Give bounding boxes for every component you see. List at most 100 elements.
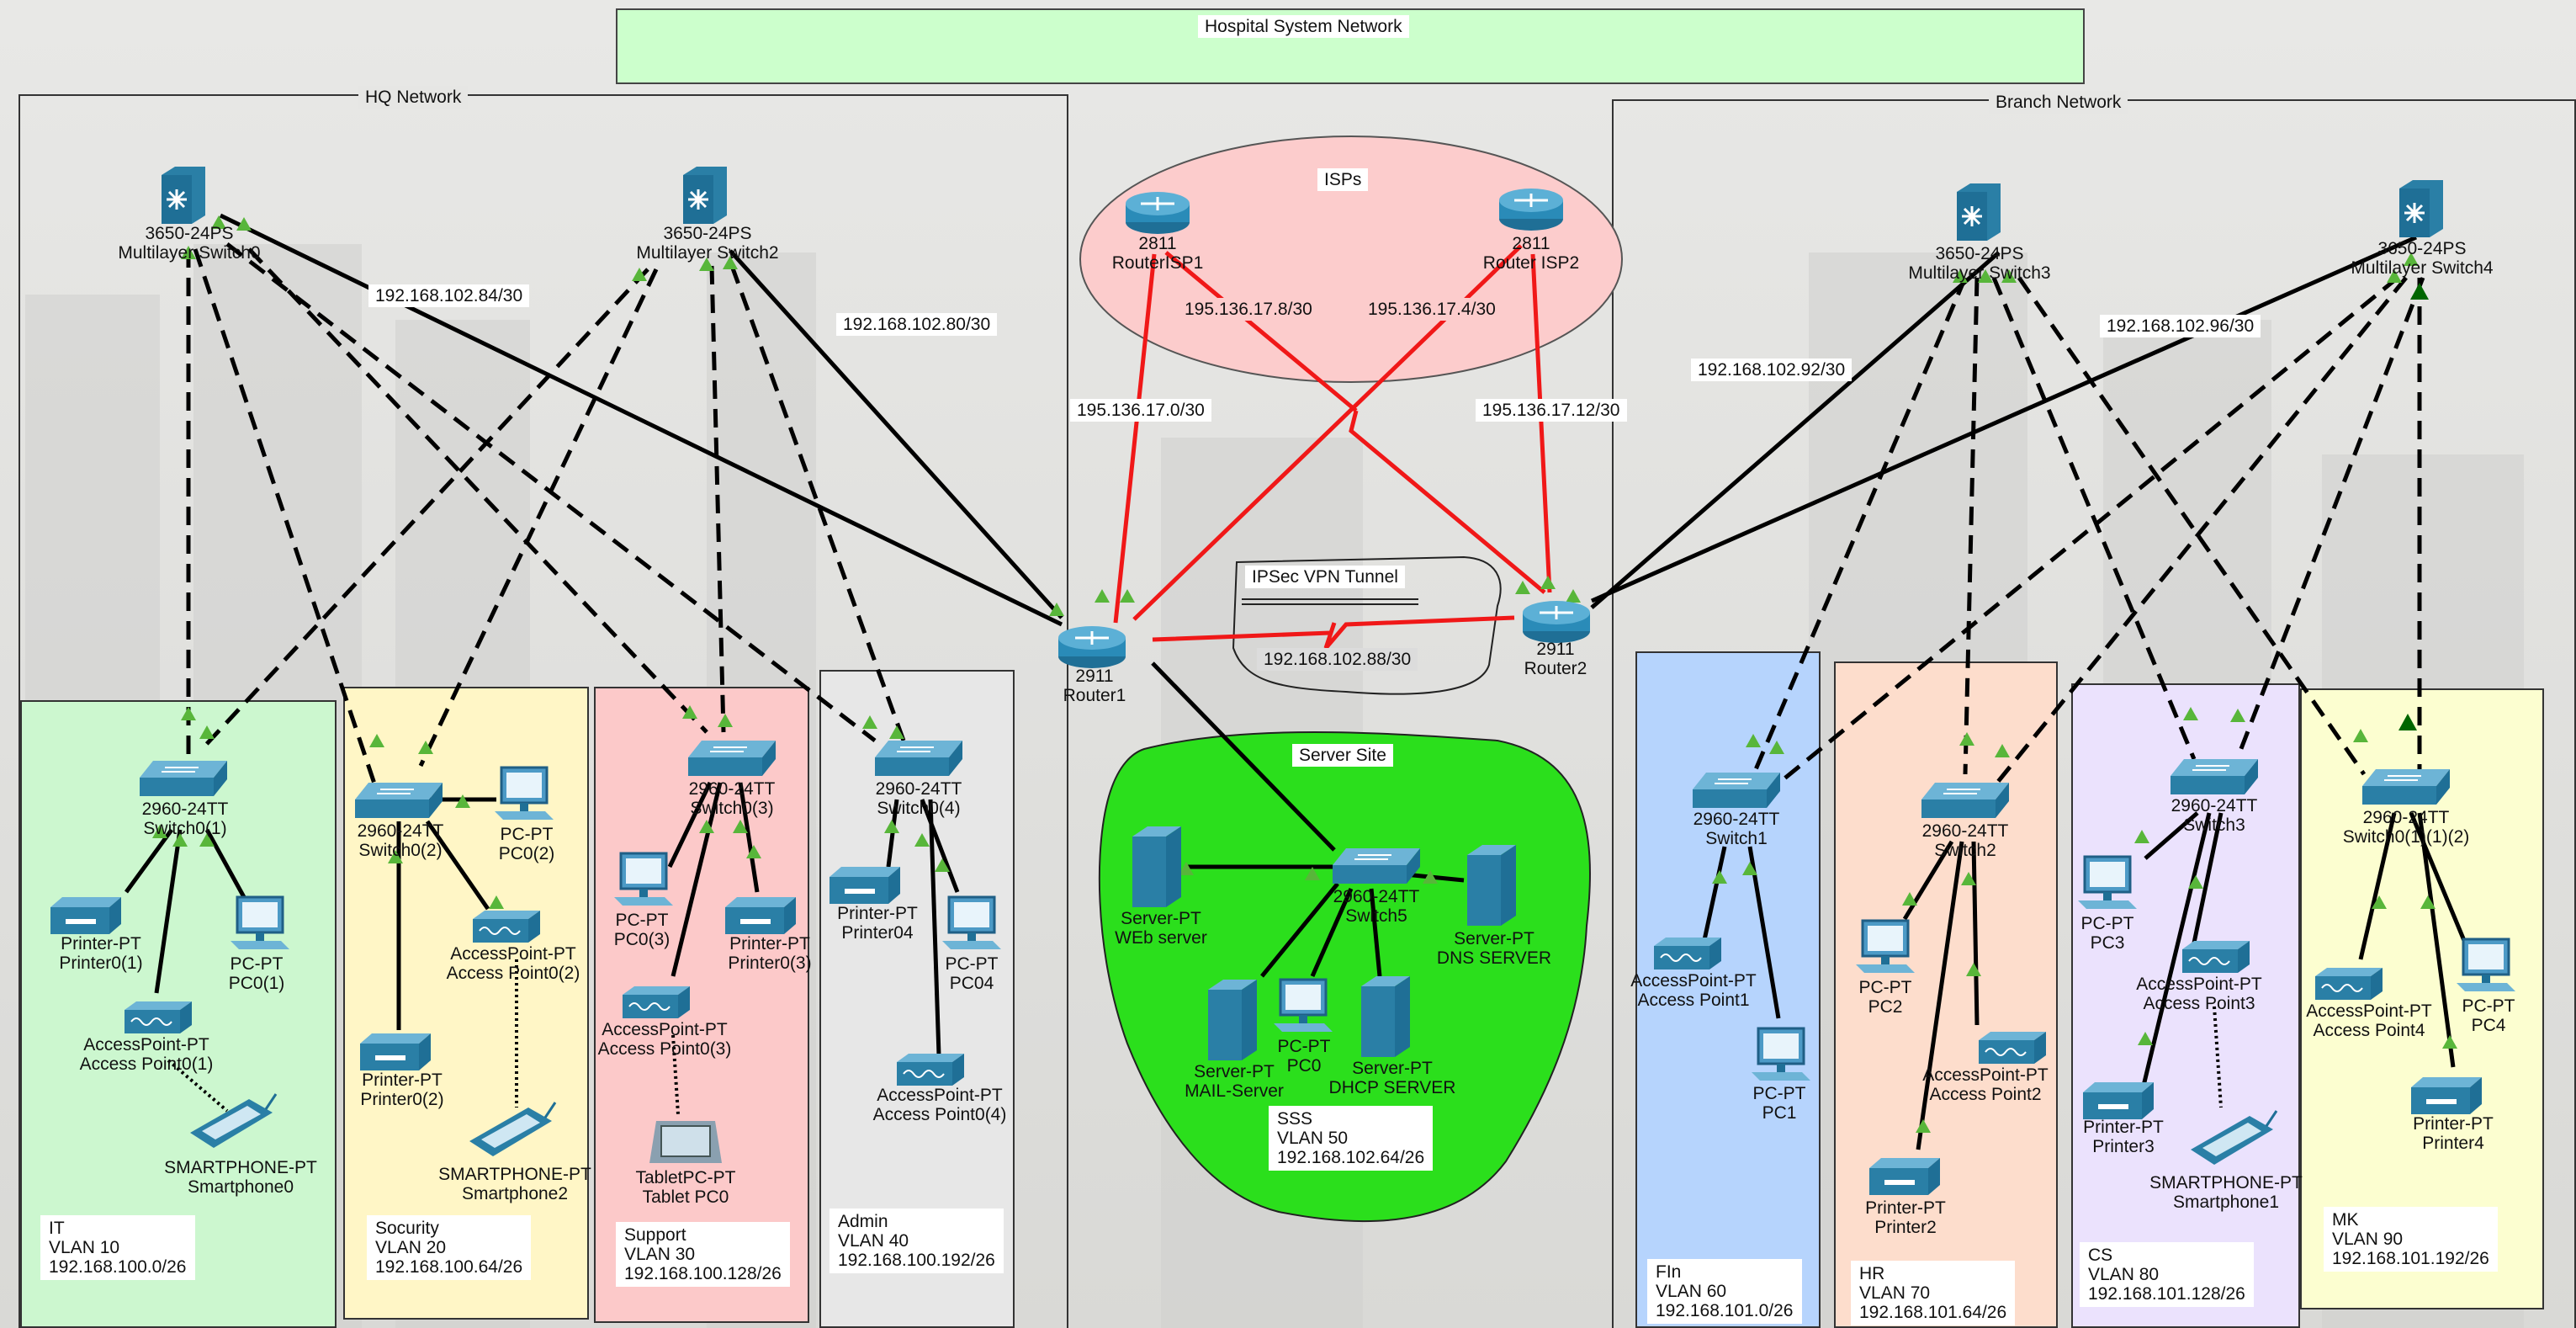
mail-server[interactable] [1208, 978, 1259, 1066]
printer-hr[interactable] [1869, 1156, 1940, 1201]
pc-hr[interactable] [1856, 919, 1915, 982]
multilayer-switch-icon [2399, 180, 2443, 237]
smartphone-cs[interactable] [2191, 1108, 2280, 1174]
printer-icon [1869, 1158, 1940, 1195]
multilayer-switch2[interactable] [680, 167, 729, 230]
multilayer-switch3[interactable] [1953, 183, 2002, 247]
pc-cs[interactable] [2078, 855, 2137, 918]
switch-hr[interactable] [1921, 783, 2009, 824]
switch-mk[interactable] [2362, 769, 2450, 810]
access-point-icon [473, 911, 540, 943]
printer-security[interactable] [360, 1032, 431, 1076]
access-point-it[interactable] [125, 1001, 192, 1039]
access-point-cs[interactable] [2182, 941, 2250, 979]
switch-admin[interactable] [875, 741, 962, 782]
printer-icon [830, 867, 900, 904]
access-point-support[interactable] [623, 986, 690, 1024]
router-isp1[interactable] [1124, 189, 1191, 240]
access-point-icon [623, 986, 690, 1018]
server-icon [1467, 845, 1516, 926]
server-icon [1132, 826, 1181, 907]
pc-finance[interactable] [1752, 1027, 1810, 1090]
web-server[interactable] [1132, 825, 1183, 913]
printer-it[interactable] [50, 895, 121, 940]
switch-support[interactable] [688, 741, 776, 782]
switch-finance[interactable] [1693, 773, 1780, 814]
router-icon [1499, 189, 1563, 231]
router-icon [1058, 626, 1126, 668]
multilayer-switch-icon [683, 167, 727, 224]
printer-icon [50, 897, 121, 934]
smartphone-it[interactable] [190, 1091, 279, 1157]
pc-admin[interactable] [942, 895, 1001, 959]
dhcp-server[interactable] [1361, 975, 1412, 1063]
pc-it[interactable] [231, 895, 289, 959]
multilayer-switch-icon [162, 167, 205, 224]
access-point-finance[interactable] [1654, 938, 1721, 975]
smartphone-security[interactable] [469, 1099, 559, 1166]
pc-security[interactable] [495, 766, 554, 829]
printer-admin[interactable] [830, 865, 900, 910]
pc-icon [231, 895, 289, 949]
access-point-mk[interactable] [2315, 968, 2383, 1006]
pc-mk[interactable] [2457, 938, 2515, 1001]
isps-label: ISPs [1317, 168, 1369, 191]
switch-icon [140, 761, 227, 796]
pc-support[interactable] [614, 852, 673, 915]
tablet-icon [649, 1121, 722, 1163]
router-icon [1523, 601, 1590, 643]
access-point-hr[interactable] [1979, 1032, 2046, 1070]
page-title: Hospital System Network [1198, 15, 1409, 38]
switch-security[interactable] [355, 783, 443, 824]
printer-support[interactable] [725, 895, 796, 940]
vlan70-area [1834, 661, 2058, 1328]
switch-cs[interactable] [2171, 759, 2258, 800]
access-point-security[interactable] [473, 911, 540, 948]
printer-icon [360, 1033, 431, 1070]
switch-it[interactable] [140, 761, 227, 802]
router1[interactable] [1057, 621, 1127, 674]
vpn-tunnel-shape [1232, 555, 1502, 695]
router2[interactable] [1521, 596, 1592, 649]
pc-server-site[interactable] [1274, 978, 1333, 1041]
switch-server[interactable] [1333, 848, 1420, 890]
printer-icon [725, 897, 796, 934]
multilayer-switch-icon [1957, 183, 2001, 241]
multilayer-switch0[interactable] [158, 167, 207, 230]
access-point-icon [2315, 968, 2383, 1000]
isp-cloud [1079, 135, 1623, 383]
smartphone-icon [190, 1093, 278, 1148]
router-isp2[interactable] [1497, 185, 1565, 236]
printer-cs[interactable] [2083, 1081, 2154, 1125]
pc-icon [1752, 1027, 1810, 1081]
access-point-admin[interactable] [897, 1054, 964, 1092]
tablet-support[interactable] [648, 1118, 724, 1171]
dns-server[interactable] [1467, 843, 1518, 932]
printer-mk[interactable] [2411, 1076, 2482, 1120]
multilayer-switch4[interactable] [2396, 180, 2445, 243]
